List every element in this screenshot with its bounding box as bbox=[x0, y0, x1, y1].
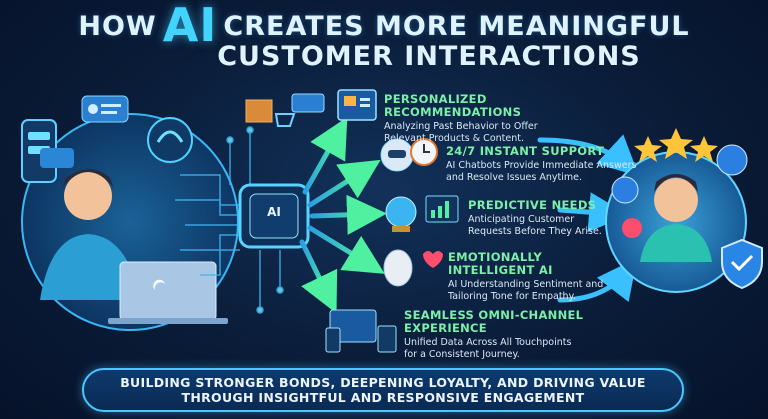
star-icon bbox=[634, 136, 662, 162]
feature-title-line: SEAMLESS OMNI-CHANNEL bbox=[404, 308, 584, 322]
headset-icon bbox=[147, 117, 193, 163]
feature-desc-line: Tailoring Tone for Empathy. bbox=[448, 290, 576, 302]
bottom-banner: BUILDING STRONGER BONDS, DEEPENING LOYAL… bbox=[82, 368, 684, 412]
outcome-arrows bbox=[537, 134, 639, 303]
feature-instant-support: 24/7 INSTANT SUPPORT AI Chatbots Provide… bbox=[446, 145, 646, 183]
circuit-lines bbox=[175, 126, 284, 314]
cart-icon bbox=[274, 113, 296, 127]
banner-line: THROUGH INSIGHTFUL AND RESPONSIVE ENGAGE… bbox=[181, 390, 585, 405]
feature-predictive-needs: PREDICTIVE NEEDS Anticipating Customer R… bbox=[468, 199, 608, 237]
feature-icons bbox=[325, 89, 459, 353]
customer-left-scene bbox=[21, 95, 239, 331]
laptop-icon bbox=[119, 261, 217, 321]
mobile-icon bbox=[325, 327, 341, 353]
profile-card-icon bbox=[81, 95, 129, 123]
title-word-ai: AI bbox=[162, 0, 218, 52]
title-line2: CUSTOMER INTERACTIONS bbox=[217, 41, 641, 72]
message-icon bbox=[291, 93, 325, 113]
empathy-face-icon bbox=[383, 249, 413, 287]
thumbs-up-icon bbox=[716, 144, 748, 176]
thumbs-up-icon bbox=[611, 176, 639, 204]
tablet-icon bbox=[377, 325, 397, 353]
ai-chip-icon bbox=[238, 183, 310, 249]
banner-line: BUILDING STRONGER BONDS, DEEPENING LOYAL… bbox=[120, 375, 646, 390]
feature-desc-line: Relevant Products & Content. bbox=[384, 132, 524, 144]
feature-emotionally-intelligent: EMOTIONALLY INTELLIGENT AI AI Understand… bbox=[448, 251, 618, 302]
feature-desc-line: Requests Before They Arise. bbox=[468, 225, 602, 237]
recommendation-screen-icon bbox=[337, 89, 377, 121]
feature-desc-line: AI Chatbots Provide Immediate Answers bbox=[446, 160, 637, 171]
package-icon bbox=[245, 99, 273, 123]
title-line1-rest: CREATES MORE MEANINGFUL bbox=[223, 11, 690, 42]
shopping-icons bbox=[245, 93, 325, 127]
crystal-ball-icon bbox=[385, 196, 417, 228]
star-icon bbox=[690, 136, 718, 162]
heart-icon bbox=[423, 251, 443, 268]
desktop-icon bbox=[329, 309, 377, 343]
feature-title-line: EMOTIONALLY bbox=[448, 250, 542, 264]
feature-desc-line: and Resolve Issues Anytime. bbox=[446, 171, 582, 183]
feature-omni-channel: SEAMLESS OMNI-CHANNEL EXPERIENCE Unified… bbox=[404, 309, 604, 360]
feature-title: PERSONALIZED RECOMMENDATIONS bbox=[384, 92, 522, 119]
ai-chip-label: AI bbox=[267, 205, 281, 219]
chat-bubble-icon bbox=[40, 148, 74, 168]
feature-desc-line: for a Consistent Journey. bbox=[404, 348, 520, 360]
feature-title-line: INTELLIGENT AI bbox=[448, 263, 553, 277]
star-icon bbox=[659, 128, 693, 159]
feature-title: 24/7 INSTANT SUPPORT bbox=[446, 144, 605, 158]
title-word-how: HOW bbox=[78, 11, 157, 42]
customer-right-scene bbox=[605, 128, 763, 293]
feature-title: PREDICTIVE NEEDS bbox=[468, 198, 597, 212]
heart-bubble-icon bbox=[622, 218, 642, 238]
feature-title-line: EXPERIENCE bbox=[404, 321, 487, 335]
feature-desc-line: Analyzing Past Behavior to Offer bbox=[384, 121, 538, 132]
feature-desc-line: AI Understanding Sentiment and bbox=[448, 279, 604, 290]
feature-desc-line: Anticipating Customer bbox=[468, 214, 575, 225]
feature-desc-line: Unified Data Across All Touchpoints bbox=[404, 337, 572, 348]
feature-personalized-recommendations: PERSONALIZED RECOMMENDATIONS Analyzing P… bbox=[384, 93, 614, 144]
flow-arrows bbox=[299, 116, 387, 314]
